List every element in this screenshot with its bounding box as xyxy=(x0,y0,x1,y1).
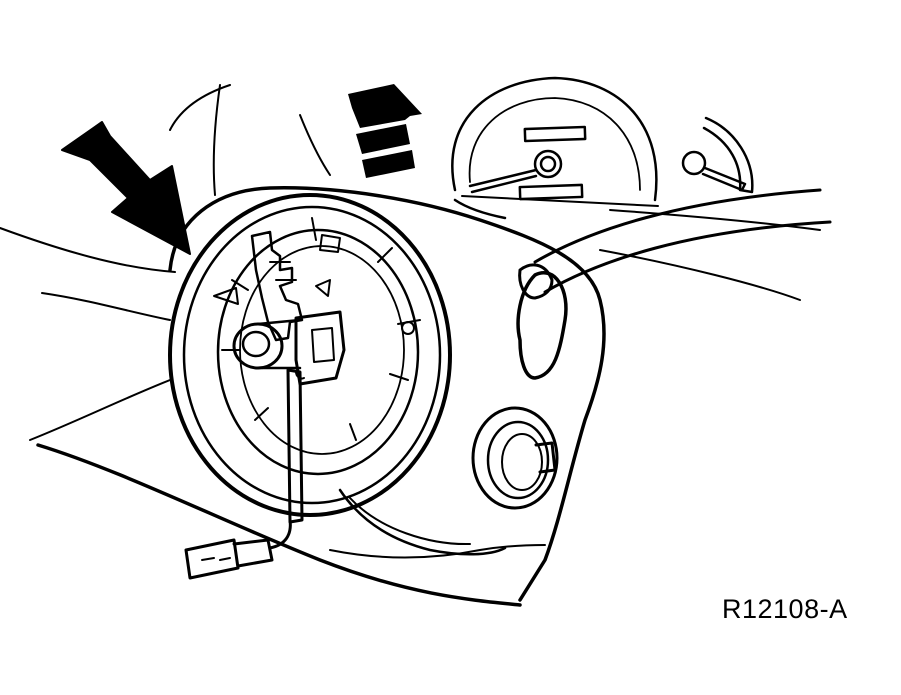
small-gauge xyxy=(681,116,754,194)
clockspring-assembly xyxy=(168,193,452,517)
figure-reference-id: R12108-A xyxy=(722,594,848,624)
speedometer-gauge xyxy=(451,76,659,207)
ignition-lock xyxy=(471,406,559,510)
locking-tab xyxy=(250,230,304,342)
connector-bracket xyxy=(294,310,346,386)
steering-shaft xyxy=(232,318,302,370)
dashboard-outline xyxy=(0,84,821,441)
arrow-down-right-icon xyxy=(61,121,191,255)
wiper-stalk xyxy=(518,188,832,300)
arrow-up-dashed-icon xyxy=(348,84,422,178)
wiring-harness xyxy=(184,368,507,580)
